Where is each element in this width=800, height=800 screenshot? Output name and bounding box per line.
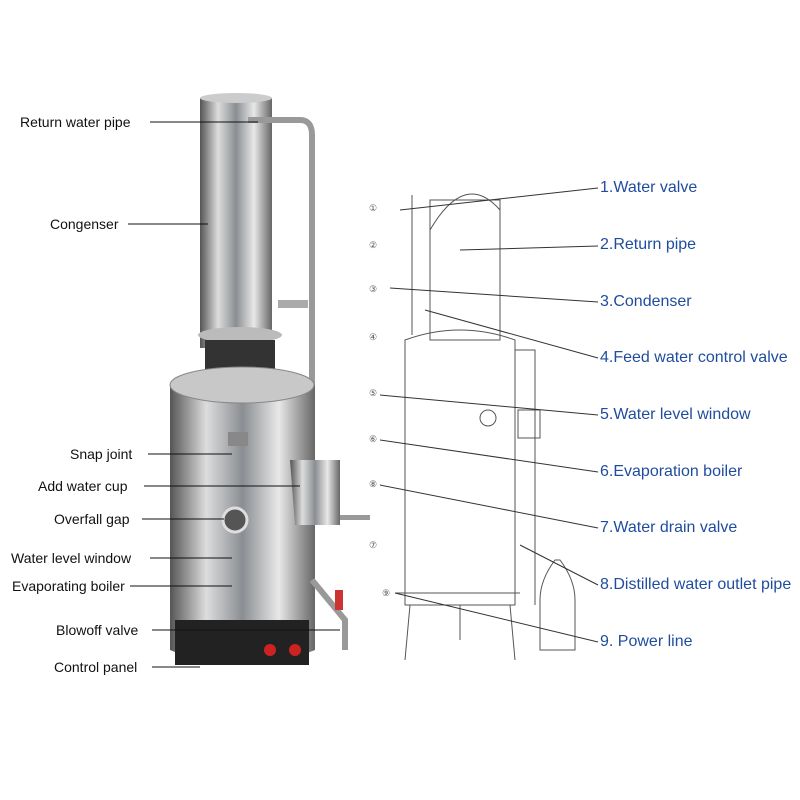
label-condenser-r: 3.Condenser [600,293,692,310]
circle-number: ③ [369,284,378,294]
label-snap-joint: Snap joint [70,446,133,462]
circle-number: ⑤ [369,388,378,398]
label-control-panel: Control panel [54,659,138,675]
label-evaporation-boiler: 6.Evaporation boiler [600,463,743,480]
circle-number: ⑦ [369,540,378,550]
label-water-valve: 1.Water valve [600,179,698,196]
label-water-level-window: Water level window [11,550,132,566]
label-add-water-cup: Add water cup [38,478,128,494]
distiller-photo [169,93,370,665]
label-outlet-pipe: 8.Distilled water outlet pipe [600,576,792,593]
label-return-pipe: 2.Return pipe [600,236,697,253]
label-return-water-pipe: Return water pipe [20,114,131,130]
label-water-drain-valve: 7.Water drain valve [600,519,738,536]
circle-number: ⑥ [369,434,378,444]
circle-number: ① [369,203,378,213]
circle-number: ④ [369,332,378,342]
label-blowoff-valve: Blowoff valve [56,622,139,638]
circle-number: ⑧ [369,479,378,489]
circle-number: ⑨ [382,588,391,598]
label-power-line: 9. Power line [600,633,693,650]
label-condenser: Congenser [50,216,119,232]
label-overfall-gap: Overfall gap [54,511,130,527]
schematic [395,193,576,661]
label-water-level-window-r: 5.Water level window [600,406,751,423]
circle-number: ② [369,240,378,250]
label-evaporating-boiler: Evaporating boiler [12,578,125,594]
label-feed-water-valve: 4.Feed water control valve [600,349,788,366]
left-leaders [128,121,340,668]
right-leaders [379,187,599,643]
